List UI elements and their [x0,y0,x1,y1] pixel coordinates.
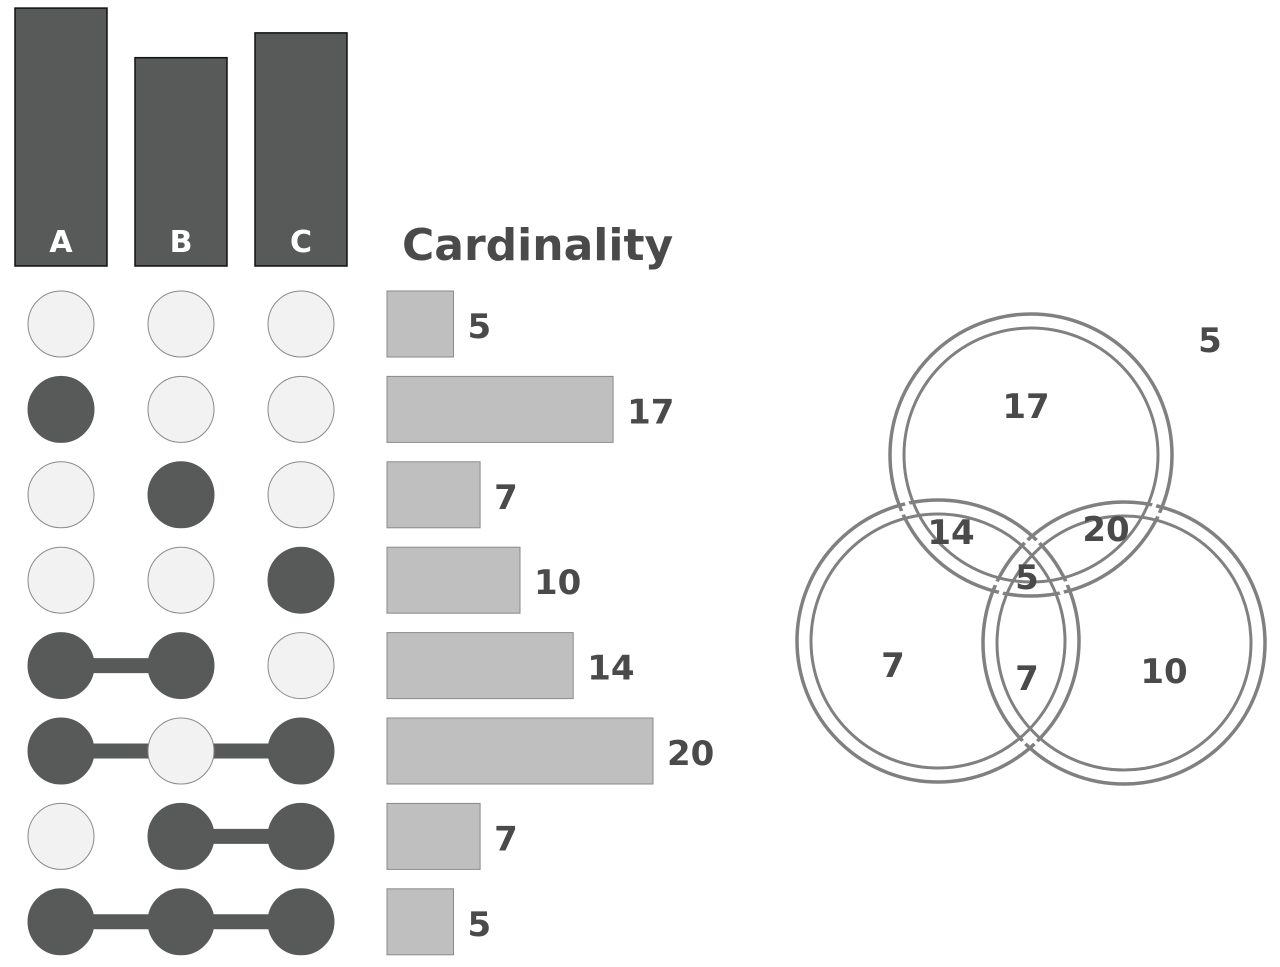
venn-label-a: 17 [1002,387,1049,427]
cardinality-bar [386,546,521,614]
cardinality-bar [386,717,654,785]
venn-label-outside: 5 [1198,321,1222,361]
set-label-a: A [49,225,73,260]
matrix-dot [267,546,335,614]
matrix-dot [147,290,215,358]
cardinality-label: 7 [494,819,518,859]
cardinality-bar [386,632,574,700]
cardinality-label: 7 [494,478,518,518]
venn-circle-a [888,312,1174,598]
set-size-bar-a [14,7,108,267]
matrix-dot [147,632,215,700]
venn-label-ac: 20 [1082,510,1129,550]
venn-inner-outline [995,514,1253,772]
matrix-dot [27,461,95,529]
matrix-dot [267,888,335,956]
matrix-dot [147,888,215,956]
cardinality-label: 14 [587,649,634,689]
cardinality-title: Cardinality [402,220,673,271]
venn-circle-b [795,498,1081,784]
matrix-dot [27,546,95,614]
venn-inner-outline [809,512,1067,770]
matrix-dot [147,717,215,785]
cardinality-bar [386,290,454,358]
set-size-bar-c [254,32,348,267]
matrix-dot [27,802,95,870]
matrix-dot [267,461,335,529]
venn-diagram: 5 17 7 10 14 20 7 5 [795,312,1267,786]
venn-label-c: 10 [1140,652,1187,692]
venn-inner-outline [902,326,1160,584]
set-size-bar-b [134,56,228,267]
matrix-dot [27,888,95,956]
cardinality-label: 5 [468,307,492,347]
cardinality-bar [386,375,614,443]
matrix-dot [27,375,95,443]
matrix-dot [147,546,215,614]
matrix-dot [267,290,335,358]
cardinality-label: 5 [468,905,492,945]
cardinality-label: 20 [667,734,714,774]
matrix-dot [267,375,335,443]
cardinality-bar [386,802,481,870]
set-label-b: B [170,225,193,260]
venn-label-abc: 5 [1015,558,1039,598]
venn-label-b: 7 [881,646,905,686]
cardinality-label: 17 [627,392,674,432]
venn-gap [803,506,1073,776]
venn-label-ab: 14 [927,513,974,553]
matrix-dot [147,461,215,529]
set-size-bars: A B C [14,7,348,267]
cardinality-bar [386,888,454,956]
matrix-dot [267,632,335,700]
matrix-dot [147,802,215,870]
matrix-dot [27,717,95,785]
cardinality-label: 10 [534,563,581,603]
cardinality-bars: 5 17 7 10 14 20 7 5 [386,290,714,956]
matrix-dot [27,290,95,358]
venn-gap [989,508,1259,778]
venn-circle-c [981,500,1267,786]
matrix-dot [267,802,335,870]
set-label-c: C [290,225,312,260]
matrix-dot [27,632,95,700]
venn-gap [896,320,1166,590]
matrix-dot [267,717,335,785]
venn-label-bc: 7 [1015,659,1039,699]
matrix-dot [147,375,215,443]
intersection-matrix [27,290,335,956]
cardinality-bar [386,461,481,529]
